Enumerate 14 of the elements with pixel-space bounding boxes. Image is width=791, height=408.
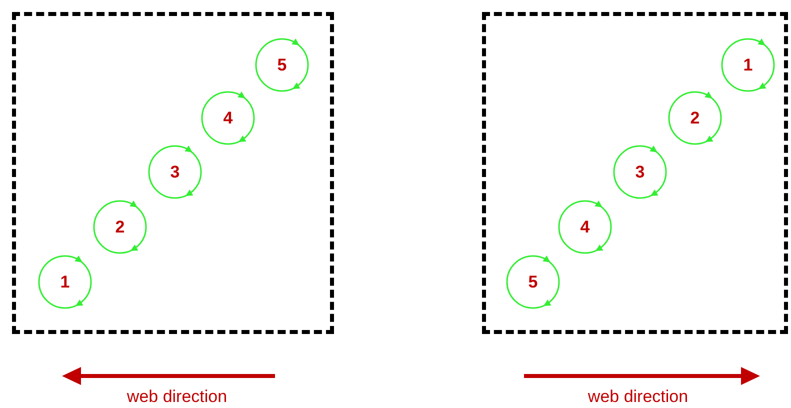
step-number: 3 [170,164,180,180]
step-number: 5 [528,274,538,290]
dashed-frame [12,12,334,334]
direction-label: web direction [588,387,688,407]
step-number: 3 [635,164,645,180]
step-number: 4 [580,218,590,236]
step-number: 1 [60,274,70,290]
dashed-frame [482,12,788,334]
step-number: 2 [115,218,125,236]
direction-label: web direction [126,387,228,407]
step-number: 2 [690,110,700,126]
step-number: 4 [223,110,233,126]
step-number: 5 [277,56,287,74]
step-number: 1 [743,56,753,74]
